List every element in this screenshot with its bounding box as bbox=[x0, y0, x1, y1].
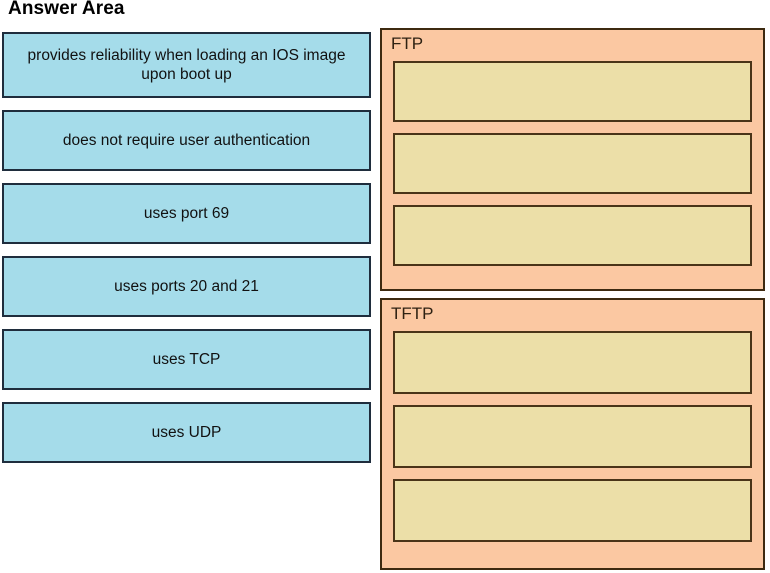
slot-list bbox=[393, 61, 752, 266]
option-item[interactable]: uses port 69 bbox=[2, 183, 371, 244]
option-label: uses port 69 bbox=[143, 205, 230, 222]
option-label: does not require user authentication bbox=[62, 132, 311, 149]
option-label: provides reliability when loading an IOS… bbox=[27, 47, 346, 83]
option-item[interactable]: uses UDP bbox=[2, 402, 371, 463]
drop-slot[interactable] bbox=[393, 205, 752, 266]
option-label: uses TCP bbox=[152, 351, 221, 368]
option-label: uses ports 20 and 21 bbox=[114, 278, 259, 295]
option-item[interactable]: uses TCP bbox=[2, 329, 371, 390]
drop-target-panel-ftp[interactable]: FTP bbox=[380, 28, 765, 291]
drop-slot[interactable] bbox=[393, 479, 752, 542]
drop-slot[interactable] bbox=[393, 405, 752, 468]
option-label: uses UDP bbox=[151, 424, 222, 441]
option-item[interactable]: provides reliability when loading an IOS… bbox=[2, 32, 371, 98]
drop-slot[interactable] bbox=[393, 61, 752, 122]
panel-title: FTP bbox=[391, 34, 424, 53]
slot-list bbox=[393, 331, 752, 542]
option-item[interactable]: does not require user authentication bbox=[2, 110, 371, 171]
draggable-options-list: provides reliability when loading an IOS… bbox=[2, 32, 371, 463]
drop-slot[interactable] bbox=[393, 133, 752, 194]
drop-target-panel-tftp[interactable]: TFTP bbox=[380, 298, 765, 570]
panel-title: TFTP bbox=[391, 304, 434, 323]
option-item[interactable]: uses ports 20 and 21 bbox=[2, 256, 371, 317]
drop-slot[interactable] bbox=[393, 331, 752, 394]
page-title: Answer Area bbox=[8, 0, 125, 19]
